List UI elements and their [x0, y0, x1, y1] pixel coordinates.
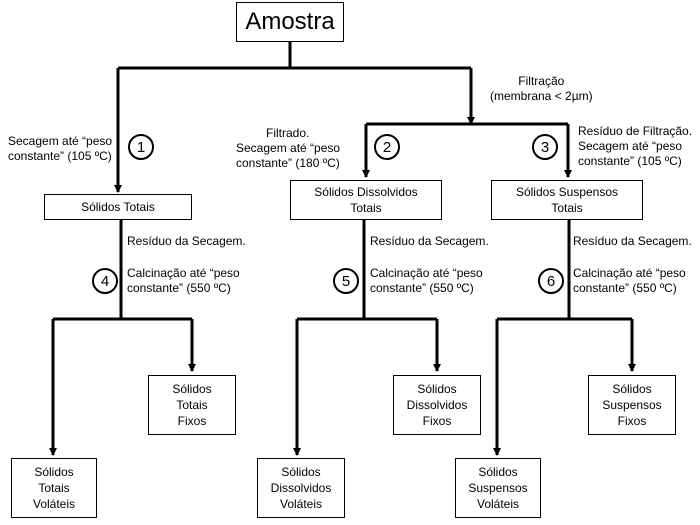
- step-4-number: 4: [100, 272, 110, 290]
- filtration-label: Filtração (membrana < 2µm): [490, 74, 593, 104]
- solidos-suspensos-totais-line-1: Sólidos Suspensos: [515, 184, 619, 199]
- step-5-number: 5: [341, 272, 351, 290]
- step-6-badge: 6: [538, 268, 564, 294]
- step-3-badge: 3: [532, 134, 558, 160]
- solidos-suspensos-fixos-box: Sólidos Suspensos Fixos: [588, 375, 676, 435]
- step-5-badge: 5: [333, 268, 359, 294]
- step-2-line-3: constante” (180 ºC): [236, 156, 340, 170]
- dissolvidos-fixos-line-3: Fixos: [422, 414, 452, 429]
- totais-volateis-line-1: Sólidos: [34, 464, 74, 479]
- suspensos-volateis-line-1: Sólidos: [478, 464, 518, 479]
- suspensos-fixos-line-2: Suspensos: [602, 397, 662, 412]
- calc-4-line-1: Calcinação até “peso: [127, 266, 240, 280]
- solidos-totais-line-1: Sólidos Totais: [81, 199, 155, 214]
- dissolvidos-volateis-line-2: Dissolvidos: [270, 480, 332, 495]
- residue-label-4: Resíduo da Secagem.: [127, 234, 246, 248]
- calc-5-line-1: Calcinação até “peso: [370, 266, 483, 280]
- totais-volateis-line-3: Voláteis: [32, 497, 76, 512]
- step-4-badge: 4: [92, 268, 118, 294]
- solidos-totais-volateis-box: Sólidos Totais Voláteis: [11, 458, 97, 518]
- step-1-label: Secagem até “peso constante” (105 ºC): [8, 134, 112, 164]
- step-2-line-2: Secagem até “peso: [236, 141, 341, 155]
- step-3-label: Resíduo de Filtração. Secagem até “peso …: [578, 124, 692, 169]
- amostra-label: Amostra: [245, 8, 335, 35]
- suspensos-fixos-line-3: Fixos: [617, 414, 647, 429]
- step-1-line-2: constante” (105 ºC): [8, 149, 112, 163]
- step-1-number: 1: [136, 138, 146, 156]
- step-3-number: 3: [540, 138, 550, 156]
- totais-volateis-line-2: Totais: [38, 480, 70, 495]
- calc-6-line-2: constante” (550 ºC): [573, 281, 677, 295]
- step-3-line-1: Resíduo de Filtração.: [578, 124, 693, 138]
- calc-6-line-1: Calcinação até “peso: [573, 266, 686, 280]
- step-1-line-1: Secagem até “peso: [8, 134, 113, 148]
- calc-4-line-2: constante” (550 ºC): [127, 281, 231, 295]
- solidos-dissolvidos-totais-line-1: Sólidos Dissolvidos: [314, 184, 418, 199]
- solidos-suspensos-volateis-box: Sólidos Suspensos Voláteis: [455, 458, 541, 518]
- dissolvidos-volateis-line-1: Sólidos: [281, 464, 321, 479]
- residue-label-6: Resíduo da Secagem.: [573, 234, 692, 248]
- step-2-line-1: Filtrado.: [266, 126, 310, 140]
- solidos-suspensos-totais-box: Sólidos Suspensos Totais: [491, 180, 643, 220]
- residue-label-5: Resíduo da Secagem.: [370, 234, 489, 248]
- dissolvidos-fixos-line-1: Sólidos: [417, 381, 457, 396]
- amostra-box: Amostra: [236, 2, 344, 42]
- filtration-line-1: Filtração: [518, 74, 565, 88]
- calc-5-line-2: constante” (550 ºC): [370, 281, 474, 295]
- suspensos-fixos-line-1: Sólidos: [612, 381, 652, 396]
- totais-fixos-line-3: Fixos: [177, 414, 207, 429]
- solidos-dissolvidos-totais-line-2: Totais: [350, 201, 382, 215]
- solidos-dissolvidos-totais-box: Sólidos Dissolvidos Totais: [290, 180, 442, 220]
- dissolvidos-volateis-line-3: Voláteis: [279, 497, 323, 512]
- step-2-badge: 2: [374, 134, 400, 160]
- calc-label-4: Calcinação até “peso constante” (550 ºC): [127, 266, 240, 296]
- calc-label-6: Calcinação até “peso constante” (550 ºC): [573, 266, 686, 296]
- solidos-totais-fixos-box: Sólidos Totais Fixos: [148, 375, 236, 435]
- step-2-label: Filtrado. Secagem até “peso constante” (…: [236, 126, 340, 171]
- totais-fixos-line-1: Sólidos: [172, 381, 212, 396]
- solidos-dissolvidos-fixos-box: Sólidos Dissolvidos Fixos: [393, 375, 481, 435]
- solidos-suspensos-totais-line-2: Totais: [551, 201, 583, 215]
- step-3-line-3: constante” (105 ºC): [578, 154, 682, 168]
- step-6-number: 6: [546, 272, 556, 290]
- step-2-number: 2: [382, 138, 392, 156]
- suspensos-volateis-line-2: Suspensos: [468, 480, 528, 495]
- solidos-dissolvidos-volateis-box: Sólidos Dissolvidos Voláteis: [257, 458, 345, 518]
- solidos-totais-box: Sólidos Totais: [44, 194, 192, 220]
- step-3-line-2: Secagem até “peso: [578, 139, 683, 153]
- filtration-line-2: (membrana < 2µm): [490, 89, 593, 103]
- totais-fixos-line-2: Totais: [176, 397, 208, 412]
- step-1-badge: 1: [128, 134, 154, 160]
- suspensos-volateis-line-3: Voláteis: [476, 497, 520, 512]
- calc-label-5: Calcinação até “peso constante” (550 ºC): [370, 266, 483, 296]
- dissolvidos-fixos-line-2: Dissolvidos: [406, 397, 468, 412]
